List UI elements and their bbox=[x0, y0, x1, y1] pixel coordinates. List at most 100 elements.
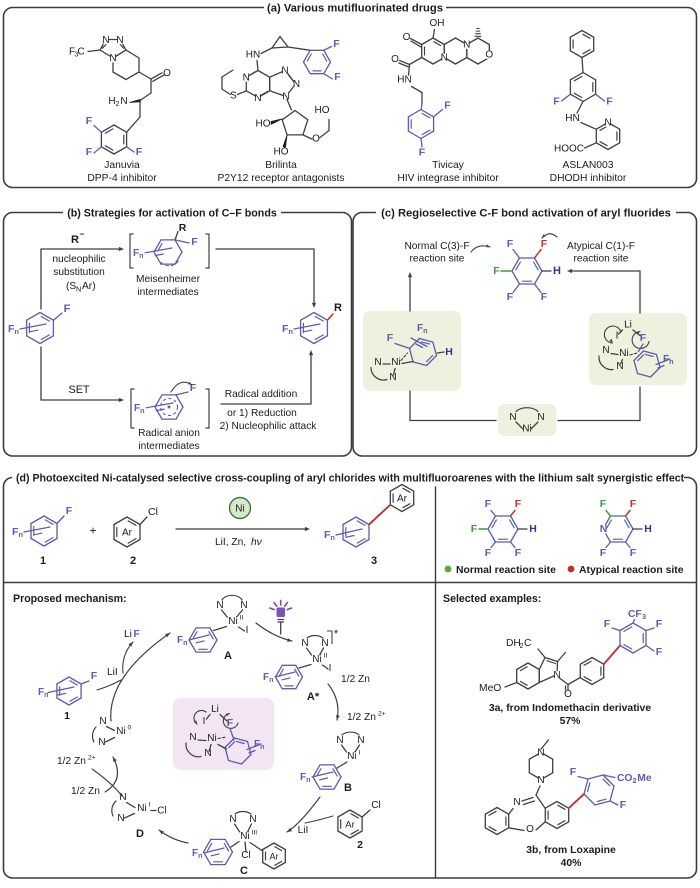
svg-text:HO: HO bbox=[256, 119, 271, 130]
svg-text:A*: A* bbox=[307, 691, 320, 703]
svg-text:N: N bbox=[254, 93, 261, 104]
svg-text:Proposed mechanism:: Proposed mechanism: bbox=[13, 593, 127, 605]
svg-text:H: H bbox=[644, 523, 652, 535]
svg-text:Ar: Ar bbox=[345, 820, 355, 831]
svg-text:Atypical C(1)-F: Atypical C(1)-F bbox=[567, 241, 635, 252]
svg-text:HOOC: HOOC bbox=[554, 144, 584, 155]
svg-text:F: F bbox=[66, 505, 73, 517]
svg-text:II: II bbox=[324, 653, 328, 660]
svg-text:N: N bbox=[513, 797, 520, 808]
svg-text:n: n bbox=[18, 530, 23, 539]
svg-text:N: N bbox=[76, 285, 81, 294]
svg-text:reaction site: reaction site bbox=[410, 254, 465, 265]
svg-text:Tivicay: Tivicay bbox=[432, 160, 465, 171]
svg-text:F: F bbox=[604, 618, 611, 630]
svg-text:III: III bbox=[252, 830, 258, 837]
svg-text:N: N bbox=[301, 638, 308, 649]
svg-text:OH: OH bbox=[430, 18, 445, 29]
svg-text:n: n bbox=[330, 533, 335, 542]
svg-text:N: N bbox=[537, 775, 544, 786]
svg-text:O: O bbox=[526, 824, 534, 835]
svg-text:n: n bbox=[423, 326, 427, 335]
svg-text:F: F bbox=[553, 96, 560, 108]
svg-text:HO: HO bbox=[315, 105, 330, 116]
svg-text:F: F bbox=[300, 772, 306, 783]
svg-text:N: N bbox=[509, 412, 516, 423]
svg-text:N: N bbox=[204, 748, 211, 759]
svg-text:H: H bbox=[529, 523, 537, 535]
svg-text:Me: Me bbox=[637, 773, 652, 784]
svg-text:DH: DH bbox=[506, 638, 521, 649]
svg-text:F: F bbox=[630, 547, 637, 559]
svg-text:HN: HN bbox=[565, 113, 579, 124]
svg-text:F: F bbox=[570, 766, 577, 778]
svg-text:N: N bbox=[616, 361, 623, 372]
svg-text:F: F bbox=[134, 629, 140, 640]
svg-text:I: I bbox=[359, 750, 361, 757]
svg-text:O: O bbox=[564, 689, 572, 700]
svg-text:hν: hν bbox=[251, 537, 263, 548]
svg-text:3: 3 bbox=[642, 612, 646, 621]
svg-text:LiI: LiI bbox=[107, 667, 118, 678]
svg-text:O: O bbox=[312, 134, 320, 145]
svg-text:3b, from Loxapine: 3b, from Loxapine bbox=[526, 845, 616, 856]
svg-text:C: C bbox=[240, 865, 248, 877]
svg-text:N: N bbox=[282, 92, 289, 103]
svg-text:F: F bbox=[541, 291, 548, 303]
svg-text:1/2 Zn: 1/2 Zn bbox=[71, 786, 100, 797]
svg-text:−: − bbox=[80, 229, 85, 239]
svg-text:F: F bbox=[91, 670, 98, 682]
svg-text:Ni: Ni bbox=[312, 654, 321, 665]
svg-text:F: F bbox=[417, 323, 423, 334]
svg-text:n: n bbox=[44, 690, 48, 699]
svg-text:N: N bbox=[374, 357, 381, 368]
svg-text:Ni: Ni bbox=[240, 831, 249, 842]
svg-text:O: O bbox=[403, 32, 411, 43]
svg-text:F: F bbox=[606, 96, 613, 108]
svg-text:F: F bbox=[282, 323, 289, 335]
svg-text:F: F bbox=[419, 147, 426, 159]
svg-text:HN: HN bbox=[246, 50, 260, 61]
svg-text:n: n bbox=[669, 357, 673, 366]
svg-text:I: I bbox=[149, 802, 151, 809]
svg-text:Ni: Ni bbox=[228, 616, 237, 627]
svg-text:intermediates: intermediates bbox=[138, 441, 199, 452]
svg-text:N: N bbox=[216, 600, 223, 611]
svg-text:(S: (S bbox=[66, 281, 76, 292]
svg-text:3: 3 bbox=[74, 49, 78, 58]
svg-text:F: F bbox=[387, 332, 394, 344]
svg-text:LiI: LiI bbox=[298, 825, 309, 836]
svg-text:N: N bbox=[120, 96, 127, 107]
svg-text:I: I bbox=[329, 663, 332, 674]
svg-text:LiI, Zn,: LiI, Zn, bbox=[215, 537, 246, 548]
svg-text:F: F bbox=[334, 71, 341, 83]
svg-text:R: R bbox=[334, 302, 342, 314]
svg-text:F: F bbox=[620, 799, 627, 811]
svg-text:Atypical reaction site: Atypical reaction site bbox=[579, 565, 684, 576]
svg-text:1/2 Zn: 1/2 Zn bbox=[347, 712, 376, 723]
svg-text:+: + bbox=[89, 524, 96, 538]
svg-text:Li: Li bbox=[211, 704, 219, 715]
svg-text:F: F bbox=[177, 635, 183, 646]
svg-text:n: n bbox=[139, 251, 143, 260]
svg-text:F: F bbox=[515, 547, 522, 559]
svg-text:substitution: substitution bbox=[53, 267, 105, 278]
svg-text:*: * bbox=[334, 628, 339, 640]
svg-text:N: N bbox=[602, 345, 609, 356]
svg-text:O: O bbox=[391, 54, 399, 65]
svg-text:R: R bbox=[71, 234, 79, 246]
svg-text:N: N bbox=[229, 814, 236, 825]
svg-text:2: 2 bbox=[520, 641, 524, 650]
svg-text:F: F bbox=[600, 498, 607, 510]
svg-text:N: N bbox=[189, 732, 196, 743]
svg-text:2+: 2+ bbox=[378, 711, 386, 718]
svg-text:F: F bbox=[324, 529, 331, 541]
svg-text:DPP-4 inhibitor: DPP-4 inhibitor bbox=[87, 173, 157, 184]
svg-text:Selected examples:: Selected examples: bbox=[443, 593, 541, 605]
svg-text:Radical anion: Radical anion bbox=[138, 428, 200, 439]
svg-text:1: 1 bbox=[64, 710, 70, 722]
svg-text:N: N bbox=[537, 748, 544, 759]
svg-text:F: F bbox=[38, 687, 44, 698]
svg-text:F: F bbox=[507, 291, 514, 303]
svg-text:Meisenheimer: Meisenheimer bbox=[136, 274, 201, 285]
